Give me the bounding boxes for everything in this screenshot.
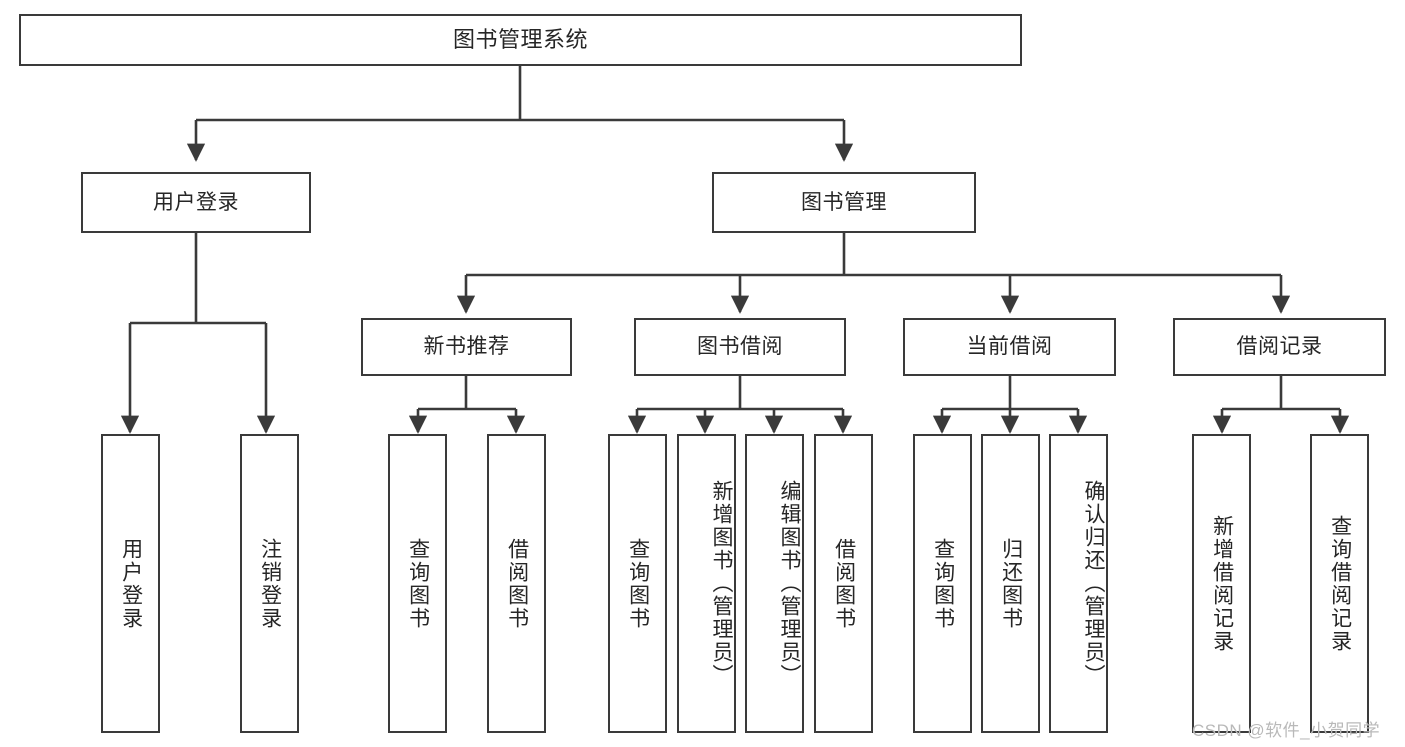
leaf-query-book-recommend[interactable]: 查询图书 [388,434,447,733]
leaf-borrow-book-recommend[interactable]: 借阅图书 [487,434,546,733]
leaf-user-logout[interactable]: 注销登录 [240,434,299,733]
leaf-add-book-admin[interactable]: 新增图书（管理员） [677,434,736,733]
node-book-management[interactable]: 图书管理 [712,172,976,233]
leaf-query-book-borrow[interactable]: 查询图书 [608,434,667,733]
leaf-return-book[interactable]: 归还图书 [981,434,1040,733]
leaf-edit-book-admin[interactable]: 编辑图书（管理员） [745,434,804,733]
node-current-borrow[interactable]: 当前借阅 [903,318,1116,376]
leaf-user-login[interactable]: 用户登录 [101,434,160,733]
leaf-query-book-current[interactable]: 查询图书 [913,434,972,733]
node-book-borrow[interactable]: 图书借阅 [634,318,846,376]
node-root-book-management-system[interactable]: 图书管理系统 [19,14,1022,66]
leaf-borrow-book-borrow[interactable]: 借阅图书 [814,434,873,733]
node-borrow-record[interactable]: 借阅记录 [1173,318,1386,376]
csdn-watermark: CSDN @软件_小贺同学 [1192,721,1381,740]
node-user-login[interactable]: 用户登录 [81,172,311,233]
leaf-add-borrow-record[interactable]: 新增借阅记录 [1192,434,1251,733]
node-new-book-recommend[interactable]: 新书推荐 [361,318,572,376]
leaf-confirm-return-admin[interactable]: 确认归还（管理员） [1049,434,1108,733]
leaf-query-borrow-record[interactable]: 查询借阅记录 [1310,434,1369,733]
